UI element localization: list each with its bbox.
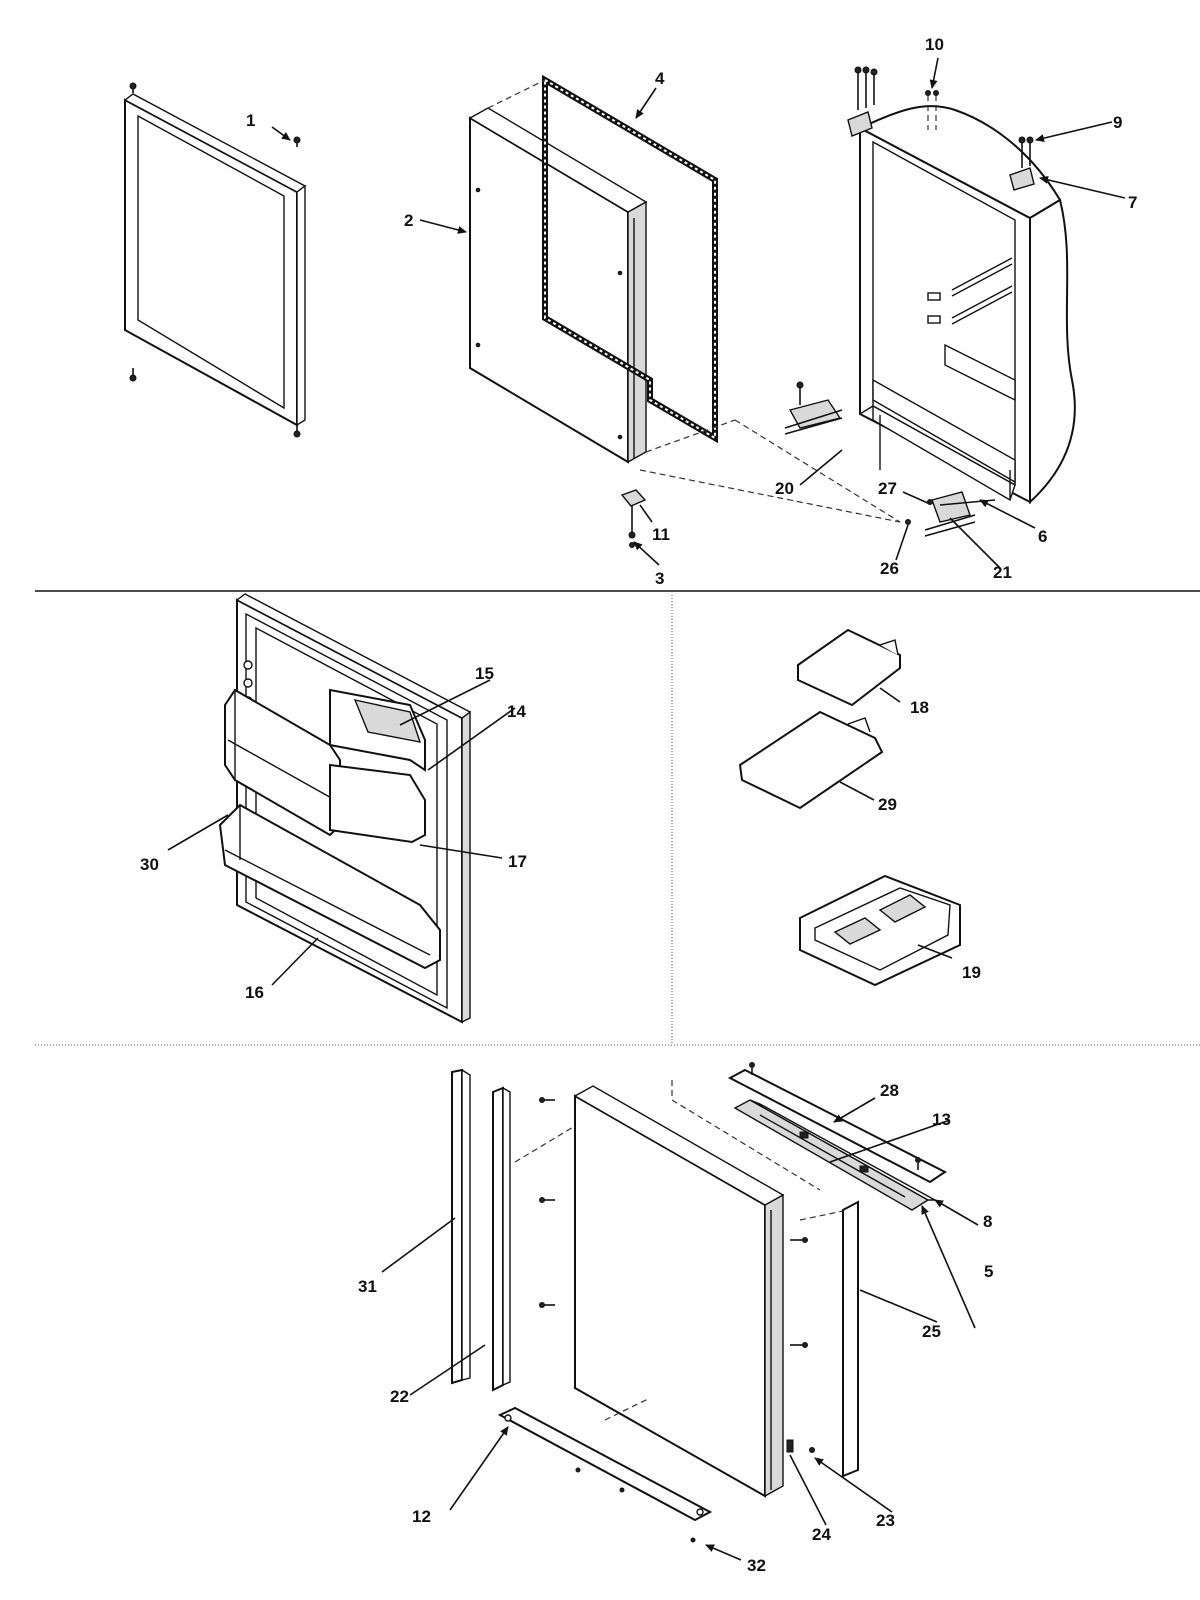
bottom-hinge-left-bracket — [784, 381, 843, 435]
callout-25: 25 — [922, 1322, 941, 1341]
door-screws-left — [539, 1097, 555, 1308]
callout-10: 10 — [925, 35, 944, 54]
door-bin-lower — [218, 803, 441, 970]
callout-20: 20 — [775, 479, 794, 498]
callout-31: 31 — [358, 1277, 377, 1296]
wine-rack — [799, 874, 961, 987]
callout-29: 29 — [878, 795, 897, 814]
callout-24: 24 — [812, 1525, 831, 1544]
alignment-line — [514, 1125, 576, 1163]
alignment-line — [671, 1099, 821, 1191]
refrigerator-cabinet — [857, 105, 1076, 505]
callout-labels: 1 2 3 4 5 6 7 8 9 10 11 12 13 14 15 16 1… — [140, 35, 1137, 1575]
fresh-food-door-panel — [468, 107, 648, 464]
callout-4: 4 — [655, 69, 665, 88]
top-hinge-right — [1009, 136, 1035, 191]
door-trim-side-right — [492, 1086, 511, 1392]
callout-leaders — [167, 57, 1126, 1561]
callout-11: 11 — [652, 525, 670, 544]
callout-9: 9 — [1113, 113, 1122, 132]
alignment-line — [639, 469, 901, 523]
door-bottom-screws — [786, 1439, 815, 1453]
door-trim-bottom — [497, 1406, 713, 1543]
callout-19: 19 — [962, 963, 981, 982]
alignment-line — [645, 419, 736, 453]
dairy-compartment-door — [329, 688, 426, 772]
callout-8: 8 — [983, 1212, 992, 1231]
door-screws-right — [790, 1237, 808, 1348]
door-trim-side-left — [451, 1068, 471, 1385]
door-shelf-small — [797, 628, 901, 707]
freezer-door-panel — [573, 1085, 785, 1498]
callout-17: 17 — [508, 852, 527, 871]
alignment-line — [799, 1209, 849, 1221]
callout-1: 1 — [246, 111, 255, 130]
callout-22: 22 — [390, 1387, 409, 1406]
door-trim-side-edge — [842, 1200, 859, 1478]
callout-18: 18 — [910, 698, 929, 717]
callout-6: 6 — [1038, 527, 1047, 546]
bottom-door-hinge — [620, 489, 647, 548]
callout-26: 26 — [880, 559, 899, 578]
alignment-line — [734, 419, 901, 523]
callout-14: 14 — [507, 702, 526, 721]
callout-27: 27 — [878, 479, 897, 498]
callout-5: 5 — [984, 1262, 993, 1281]
callout-23: 23 — [876, 1511, 895, 1530]
callout-30: 30 — [140, 855, 159, 874]
callout-2: 2 — [404, 211, 413, 230]
callout-7: 7 — [1128, 193, 1137, 212]
callout-32: 32 — [747, 1556, 766, 1575]
door-shelf-medium — [738, 710, 884, 810]
door-gasket — [542, 74, 718, 444]
alignment-line — [487, 79, 546, 109]
top-hinge-left — [847, 66, 939, 137]
door-trim-frame — [123, 82, 307, 438]
callout-12: 12 — [412, 1507, 431, 1526]
callout-21: 21 — [993, 563, 1012, 582]
callout-13: 13 — [932, 1110, 951, 1129]
callout-15: 15 — [475, 664, 494, 683]
door-trim-top — [727, 1062, 947, 1184]
callout-28: 28 — [880, 1081, 899, 1100]
alignment-line — [604, 1397, 651, 1421]
door-bin-right-upper — [329, 763, 426, 844]
callout-3: 3 — [655, 569, 664, 588]
callout-16: 16 — [245, 983, 264, 1002]
